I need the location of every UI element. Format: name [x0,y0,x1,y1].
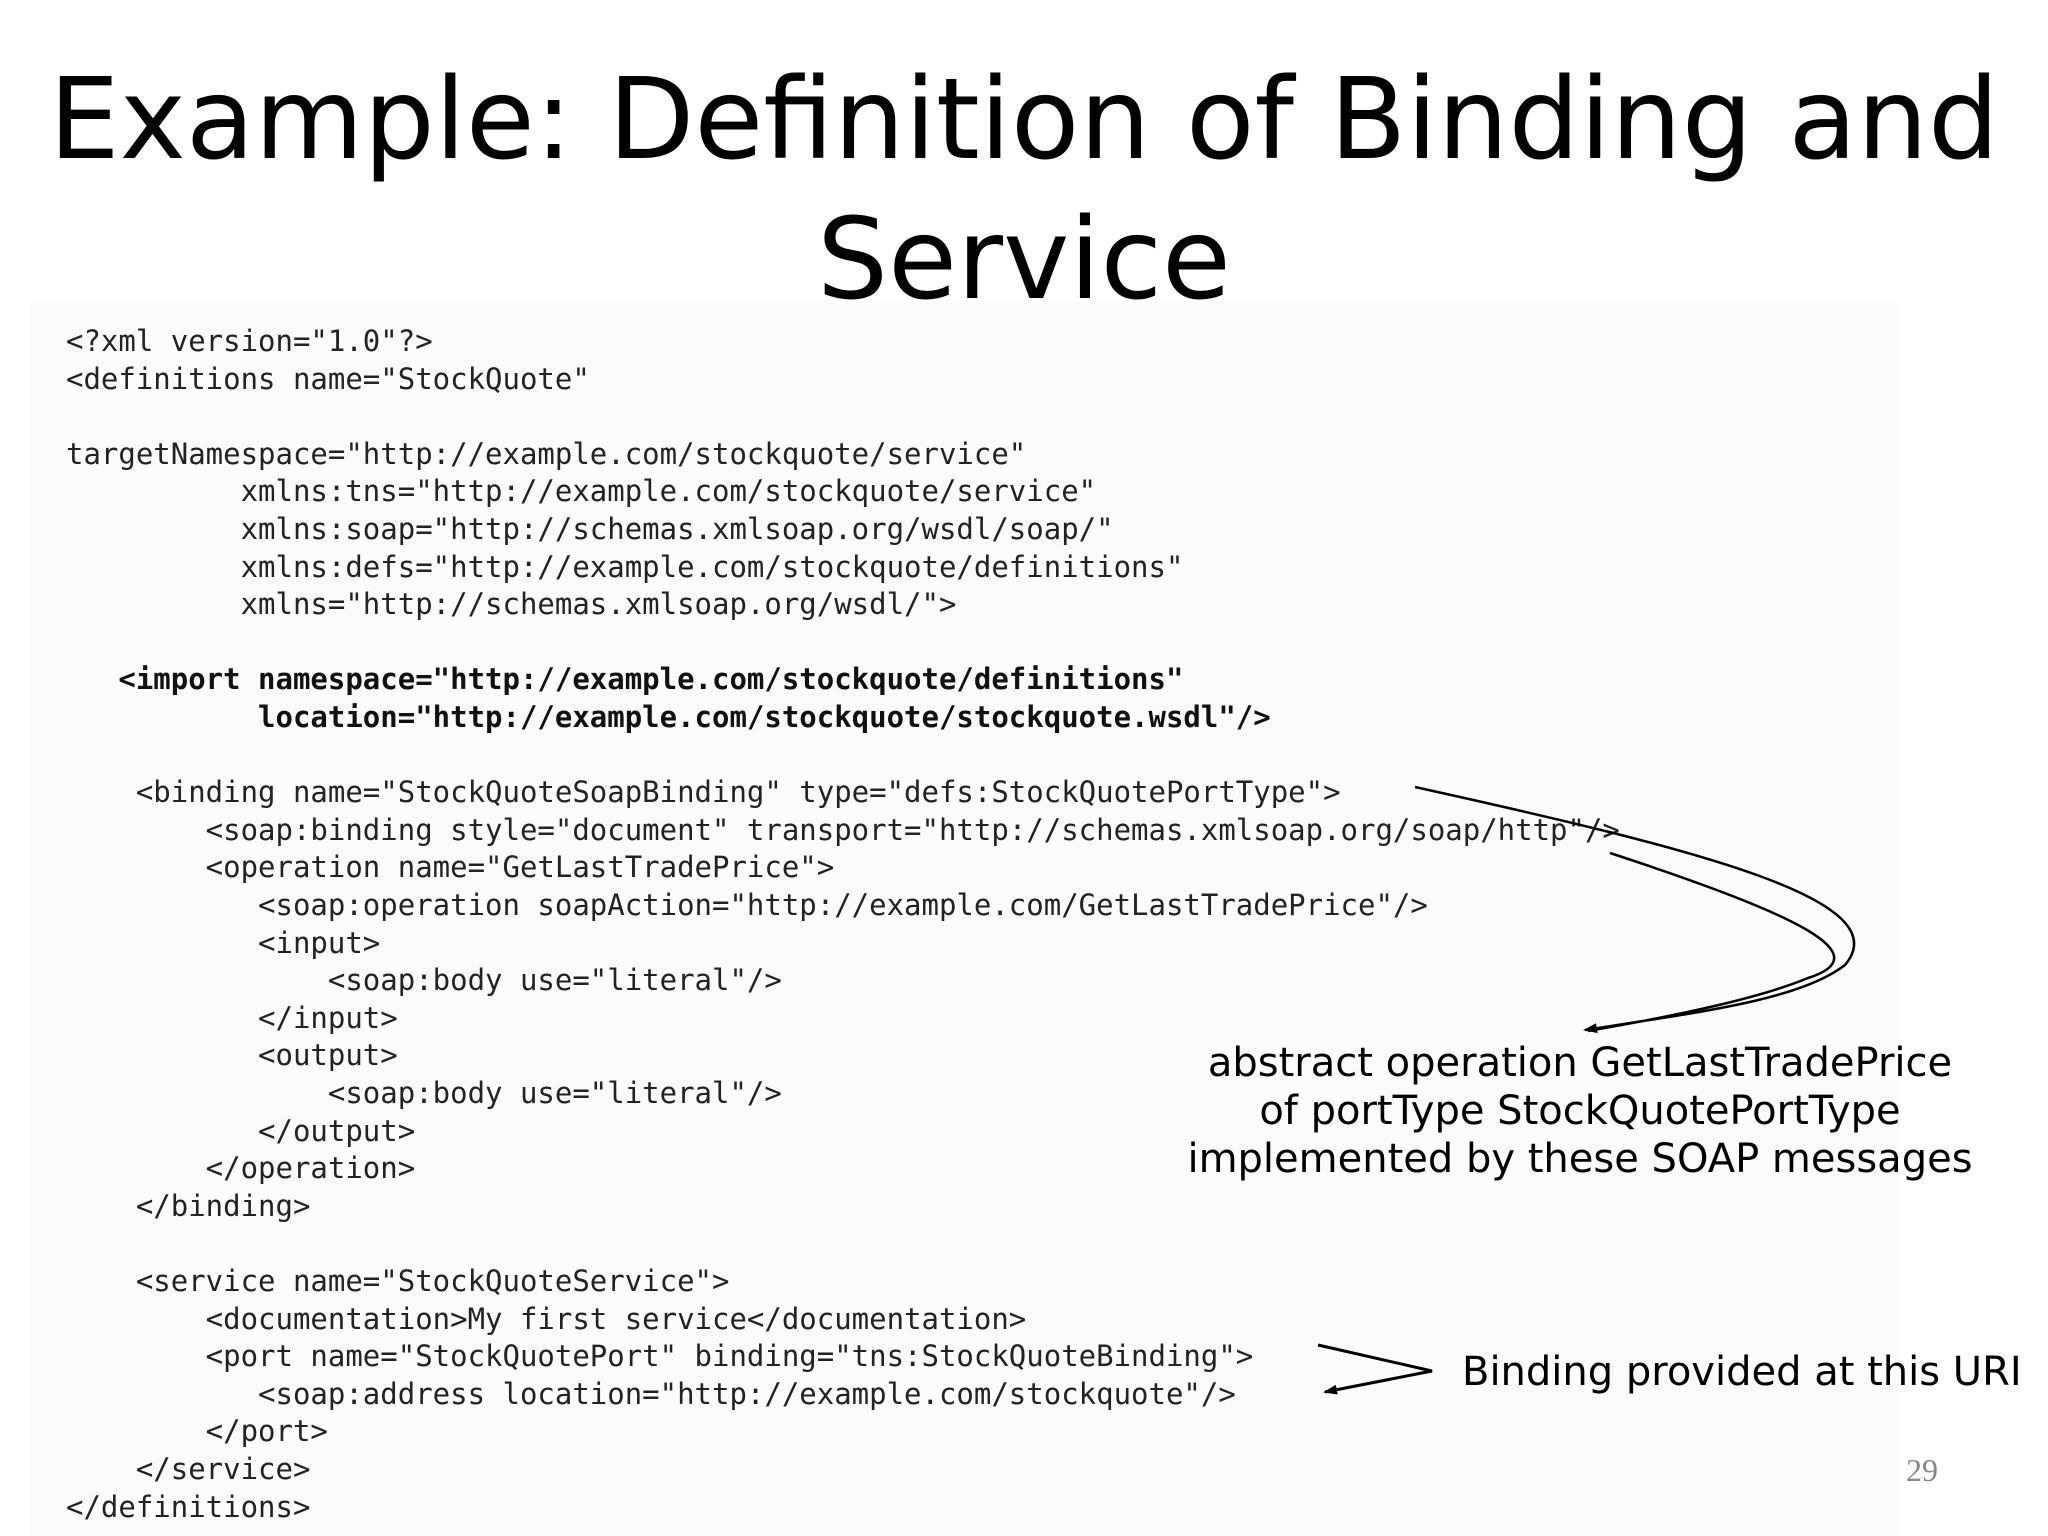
binding-arrow-2 [1587,851,1836,1033]
code-line: </definitions> [66,1489,311,1524]
uri-annotation-text: Binding provided at this URI [1462,1349,2022,1395]
code-line: <definitions name="StockQuote" [66,361,590,396]
code-line: <binding name="StockQuoteSoapBinding" ty… [66,775,1341,810]
page-number: 29 [1906,1452,1938,1488]
code-line: <input> [66,925,381,960]
code-line: <soap:address location="http://example.c… [66,1376,1236,1411]
code-line: targetNamespace="http://example.com/stoc… [66,436,1027,471]
code-line: xmlns:tns="http://example.com/stockquote… [66,474,1097,509]
code-line: xmlns:defs="http://example.com/stockquot… [66,549,1184,584]
code-line: <soap:body use="literal"/> [66,1076,782,1110]
uri-arrow [1317,1343,1433,1395]
code-line: </port> [66,1414,328,1449]
code-line: </input> [66,1000,398,1035]
slide-title-line-1: Example: Definition of Binding and [48,55,2000,185]
code-line: location="http://example.com/stockquote/… [66,700,1271,734]
code-line: <soap:body use="literal"/> [66,963,782,998]
code-line: </operation> [66,1151,416,1186]
wsdl-code-panel [30,303,1900,1536]
binding-arrow-1 [1414,785,1856,1034]
code-line: <soap:binding style="document" transport… [66,812,1620,847]
code-line: <port name="StockQuotePort" binding="tns… [66,1339,1254,1374]
binding-annotation-line-3: implemented by these SOAP messages [1187,1136,1973,1182]
uri-annotation: Binding provided at this URI [1462,1348,2022,1396]
code-line: </binding> [66,1188,311,1223]
code-line: <operation name="GetLastTradePrice"> [66,850,835,885]
code-line: <documentation>My first service</documen… [66,1301,1027,1336]
code-line: <soap:operation soapAction="http://examp… [66,888,1428,922]
binding-annotation-line-2: of portType StockQuotePortType [1259,1088,1901,1134]
code-line: <output> [66,1038,398,1073]
code-line: xmlns:soap="http://schemas.xmlsoap.org/w… [66,512,1114,546]
code-line: <service name="StockQuoteService"> [66,1264,730,1298]
code-line: </service> [66,1452,311,1486]
slide-title: Example: Definition of Binding and Servi… [0,50,2048,330]
code-line: </output> [66,1113,416,1148]
code-line: <?xml version="1.0"?> [66,324,433,358]
binding-annotation-line-1: abstract operation GetLastTradePrice [1207,1040,1953,1086]
binding-annotation: abstract operation GetLastTradePrice of … [1170,1039,1990,1183]
code-line: <import namespace="http://example.com/st… [66,662,1184,697]
code-line: xmlns="http://schemas.xmlsoap.org/wsdl/"… [66,587,957,622]
